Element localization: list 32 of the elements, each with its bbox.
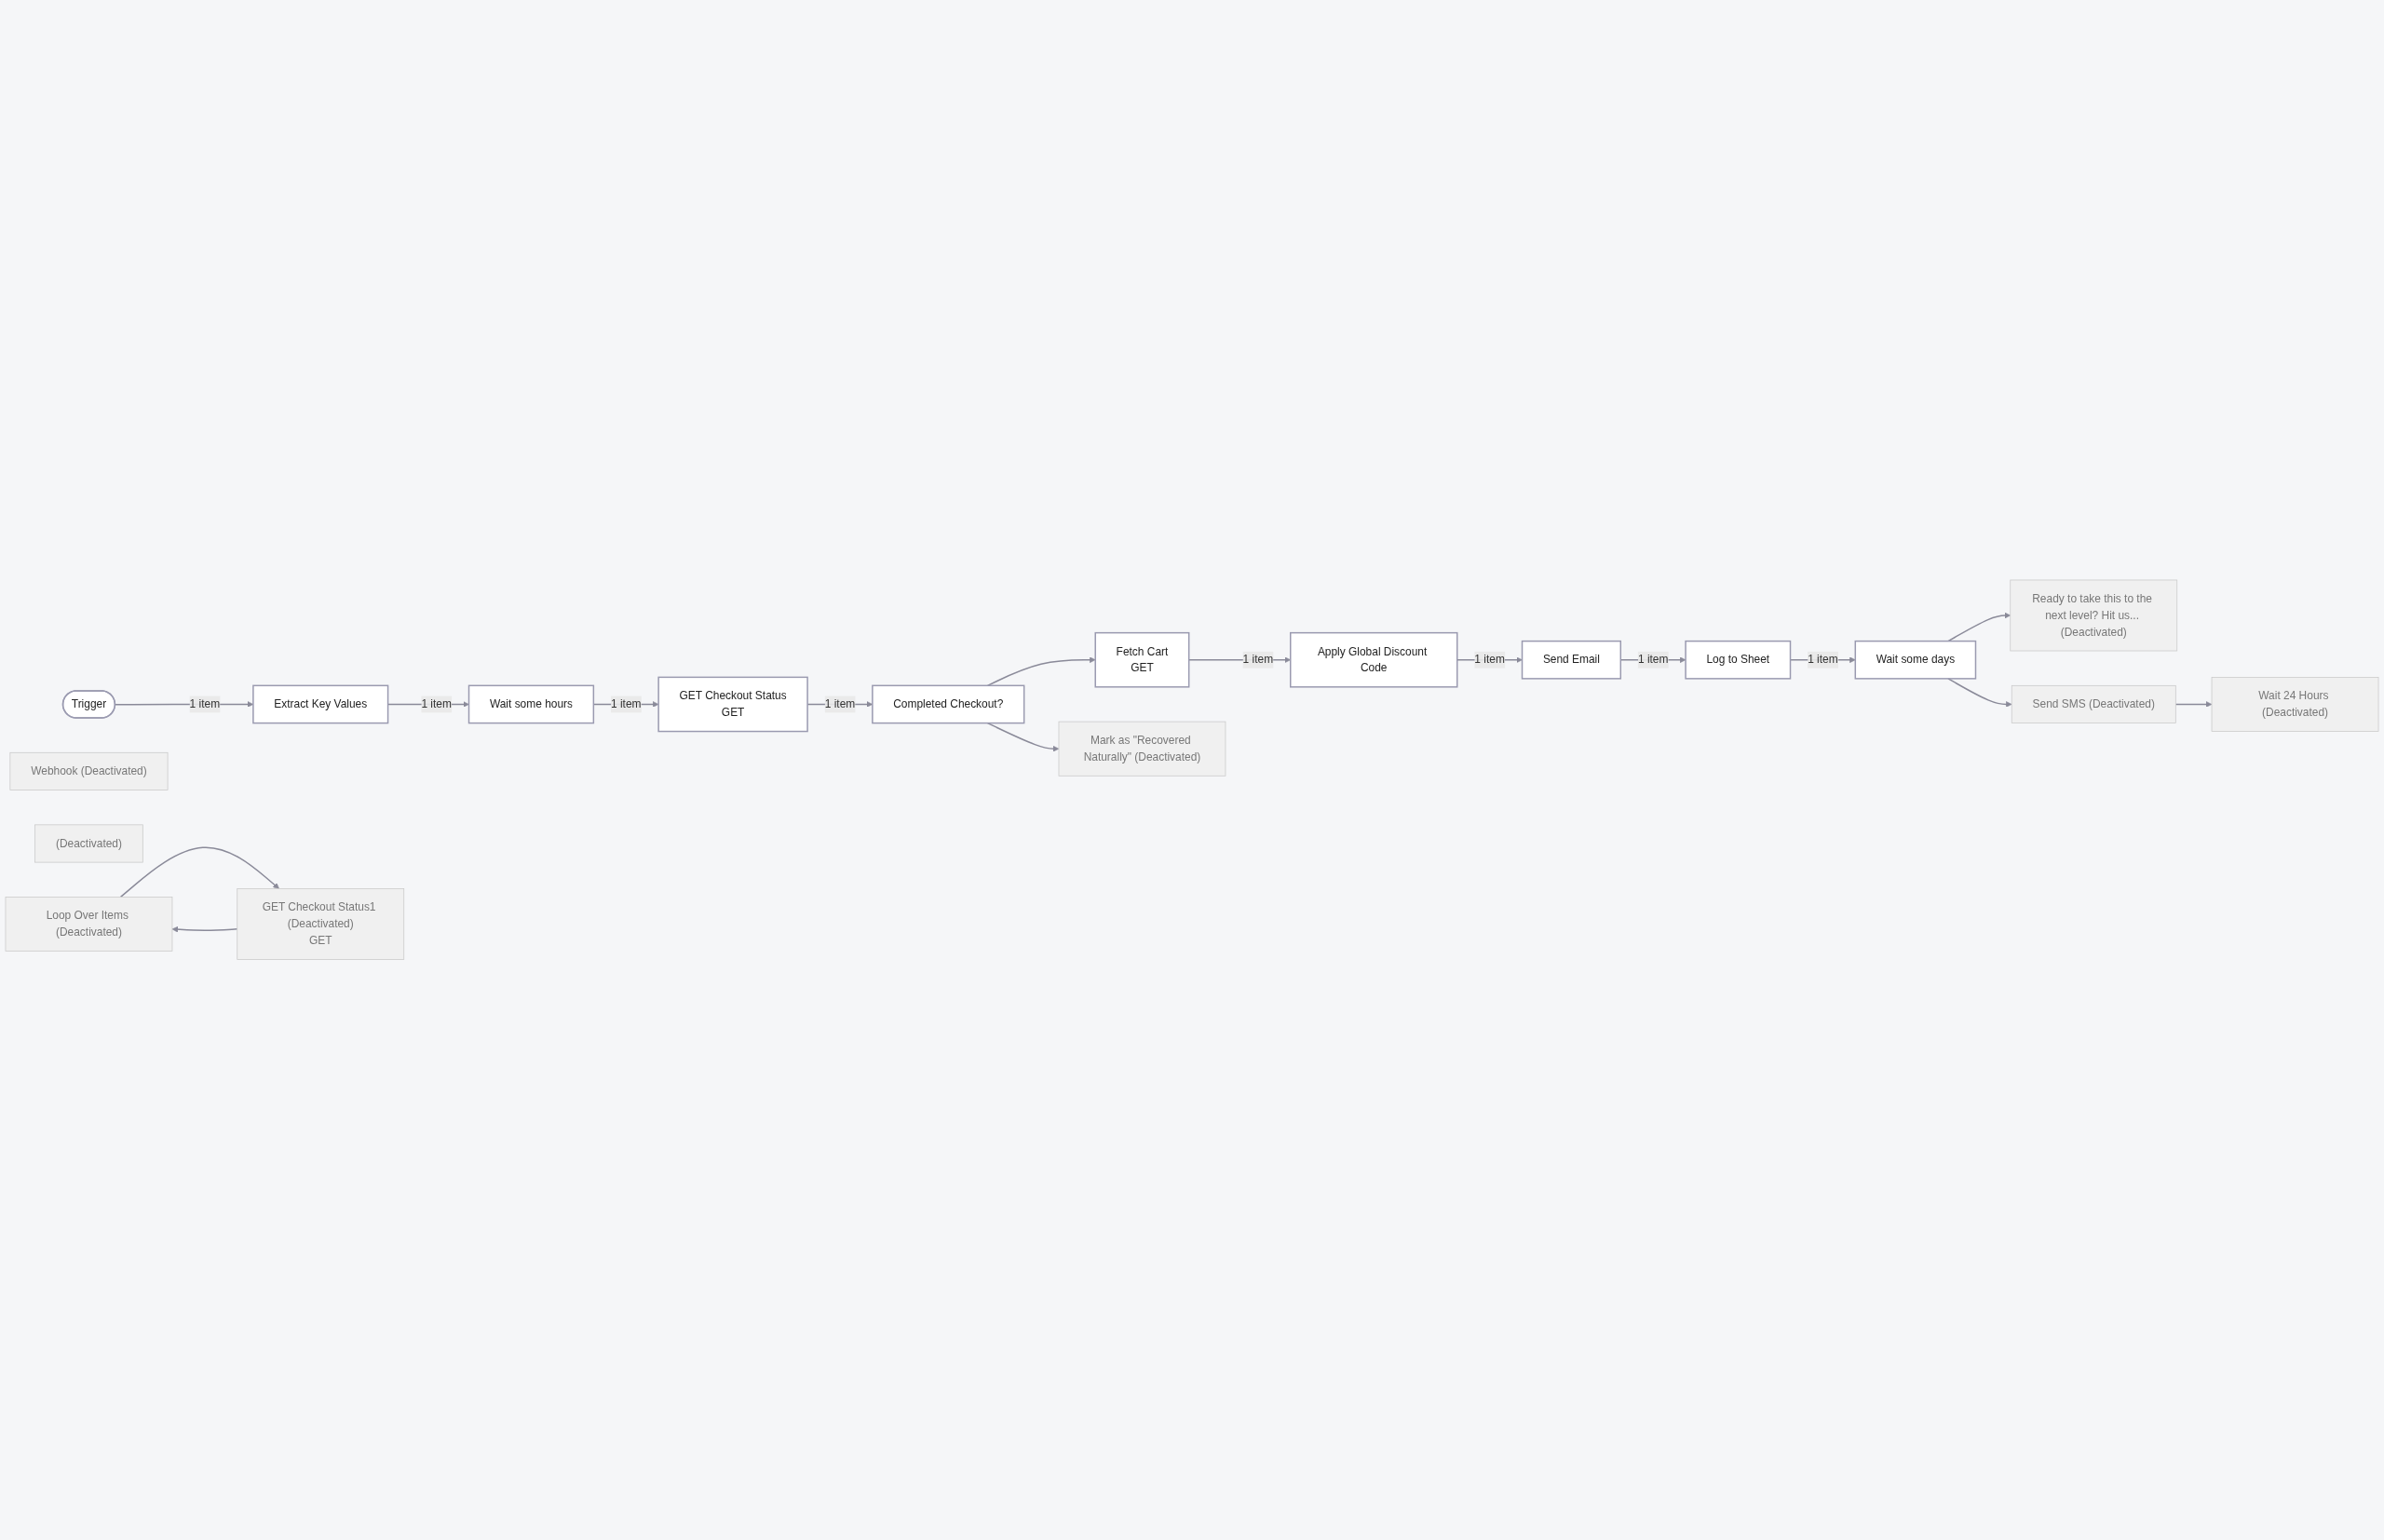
arrow: [1947, 678, 2012, 708]
edge-label: 1 item: [1242, 654, 1274, 666]
arrow: [1947, 612, 2012, 642]
arrow: [171, 926, 238, 933]
node-box: Fetch Cart GET: [1094, 632, 1190, 688]
node-box: Send SMS (Deactivated): [2011, 685, 2176, 724]
node-box: GET Checkout Status1 (Deactivated) GET: [237, 888, 405, 961]
node-box: Wait 24 Hours (Deactivated): [2211, 677, 2379, 733]
node-box: Mark as "Recovered Naturally" (Deactivated): [1058, 721, 1226, 777]
edge-label: 1 item: [1808, 654, 1838, 666]
node-box: Completed Checkout?: [872, 684, 1025, 724]
node-box: Send Email: [1521, 641, 1622, 680]
edge-label: 1 item: [1637, 654, 1669, 666]
arrow: [2174, 701, 2213, 708]
node-box: Loop Over Items (Deactivated): [5, 897, 173, 952]
node-box: Ready to take this to the next level? Hit us... (Deactivated): [2010, 579, 2178, 652]
edge-label: 1 item: [1474, 654, 1505, 666]
node-box: (Deactivated): [34, 824, 143, 863]
node-box: Apply Global Discount Code: [1290, 632, 1458, 688]
node-box: Log to Sheet: [1685, 641, 1792, 680]
edge-label: 1 item: [189, 698, 221, 710]
node-box: Webhook (Deactivated): [9, 752, 169, 791]
edge-label: 1 item: [421, 698, 452, 710]
node-box: Wait some hours: [467, 684, 595, 724]
arrow: [986, 656, 1096, 687]
node-box: GET Checkout Status GET: [657, 676, 808, 733]
arrow: [986, 723, 1060, 752]
node-box: Extract Key Values: [252, 684, 389, 724]
edge-label: 1 item: [611, 698, 642, 710]
node-box: Wait some days: [1854, 641, 1977, 680]
edge-label: 1 item: [824, 698, 856, 710]
arrow: [119, 846, 279, 898]
